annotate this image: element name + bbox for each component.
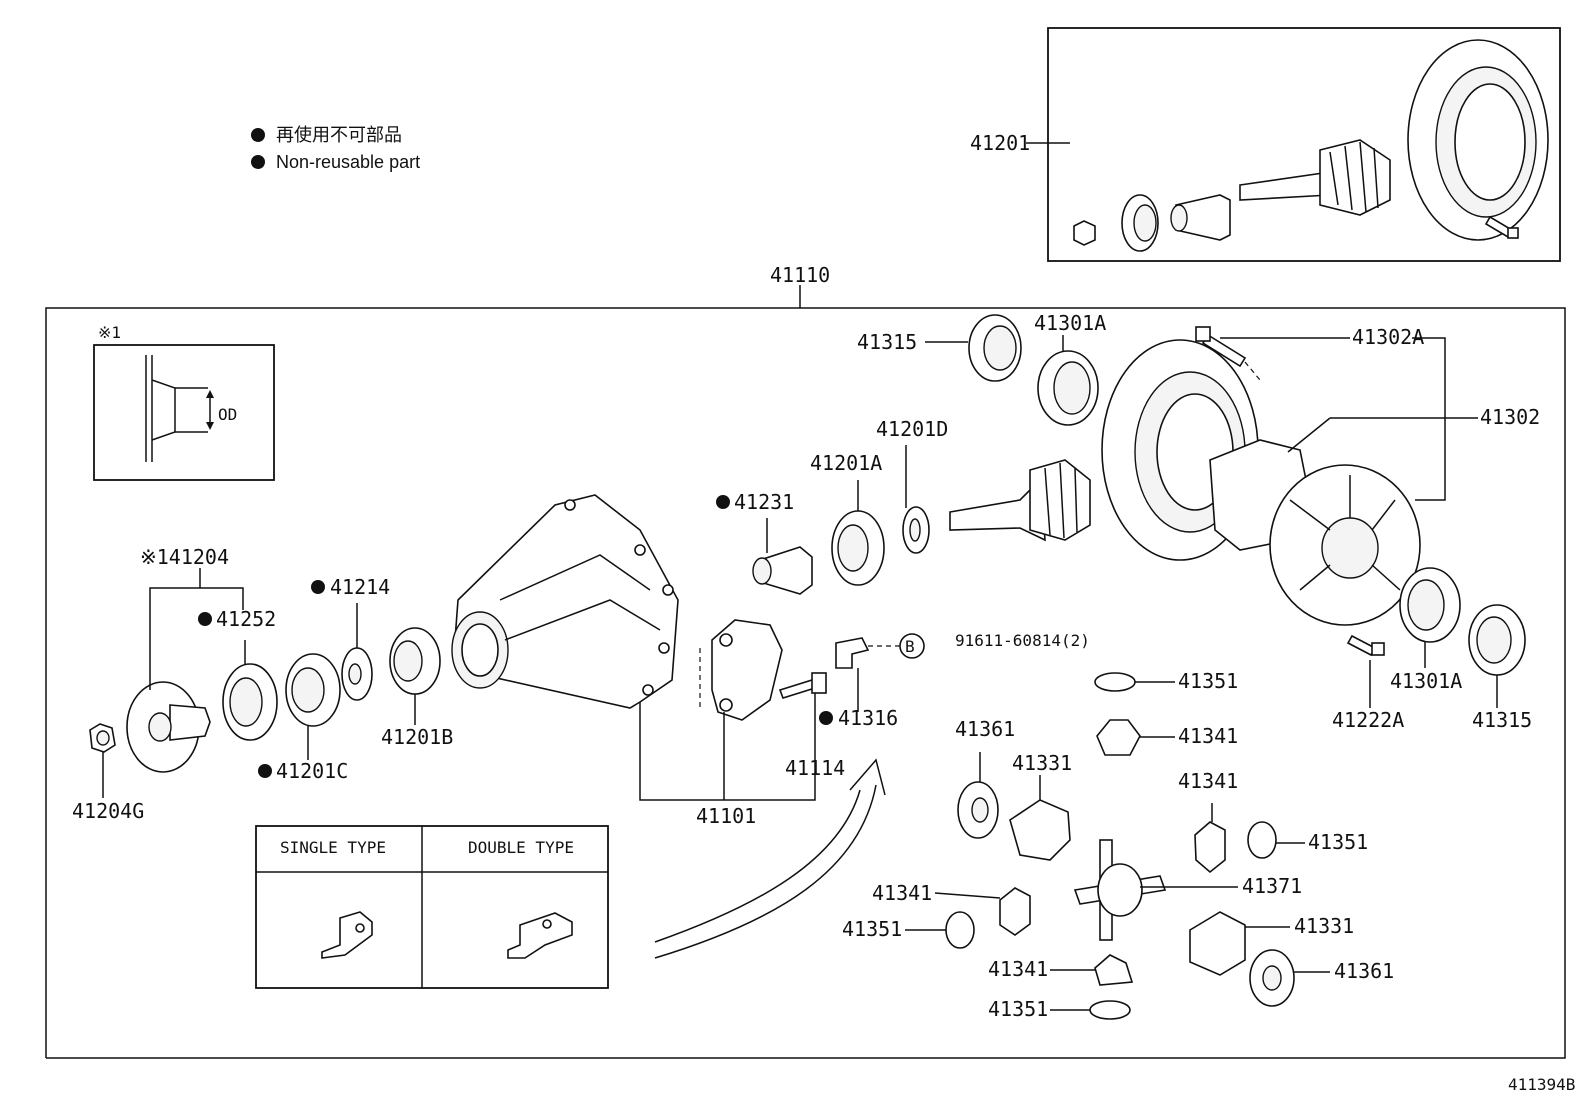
label-41351-a: 41351	[1178, 669, 1238, 693]
double-type-plate-icon	[507, 912, 573, 959]
non-reusable-dot-icon	[251, 155, 265, 169]
pinion-icon	[949, 478, 1046, 542]
b-marker-label: B	[905, 637, 915, 656]
label-41341-a: 41341	[1178, 724, 1238, 748]
label-41252: 41252	[216, 607, 276, 631]
label-41351-d: 41351	[988, 997, 1048, 1021]
label-41302: 41302	[1480, 405, 1540, 429]
label-41331-b: 41331	[1294, 914, 1354, 938]
label-41316: 41316	[838, 706, 898, 730]
non-reusable-dot-icon	[716, 495, 730, 509]
thrust-washer-icon	[1094, 672, 1136, 692]
non-reusable-dot-icon	[311, 580, 325, 594]
label-41315-top: 41315	[857, 330, 917, 354]
leader-lines	[102, 335, 1498, 1011]
double-type-label: DOUBLE TYPE	[468, 838, 574, 857]
label-41114: 41114	[785, 756, 845, 780]
pinion-gear-bottom-icon	[1094, 954, 1134, 986]
label-41351-c: 41351	[842, 917, 902, 941]
label-41201a: 41201A	[810, 451, 882, 475]
label-41341-c: 41341	[872, 881, 932, 905]
side-gear-icon	[1009, 799, 1071, 861]
label-41201c: 41201C	[276, 759, 348, 783]
label-41361-a: 41361	[955, 717, 1015, 741]
callout-labels: ※1 OD 41201 41110 41315 41301A 41302A 41…	[72, 131, 1575, 1094]
legend-en: Non-reusable part	[276, 152, 420, 172]
label-41214: 41214	[330, 575, 390, 599]
washer-left-icon	[945, 911, 975, 949]
label-91611: 91611-60814(2)	[955, 631, 1090, 650]
label-41201: 41201	[970, 131, 1030, 155]
label-41110: 41110	[770, 263, 830, 287]
single-type-plate-icon	[321, 911, 373, 959]
label-41302a: 41302A	[1352, 325, 1424, 349]
type-table: SINGLE TYPE DOUBLE TYPE	[255, 825, 609, 989]
b-marker: B	[899, 633, 925, 659]
cap-bolt-icon	[778, 679, 817, 699]
lock-plate-icon	[835, 637, 870, 669]
nut-icon	[1073, 220, 1096, 246]
legend-jp: 再使用不可部品	[276, 125, 402, 145]
pinion-gear-icon	[1096, 719, 1141, 756]
label-41361-b: 41361	[1334, 959, 1394, 983]
drawn-parts	[89, 314, 1526, 1020]
label-41331-a: 41331	[1012, 751, 1072, 775]
case-bolt-icon	[1346, 634, 1377, 657]
label-41315-bottom: 41315	[1472, 708, 1532, 732]
non-reusable-dot-icon	[251, 128, 265, 142]
non-reusable-dot-icon	[819, 711, 833, 725]
label-41222a: 41222A	[1332, 708, 1404, 732]
pinion-gear-left-icon	[999, 887, 1031, 936]
label-41371: 41371	[1242, 874, 1302, 898]
pinion-gear-right-icon	[1194, 821, 1226, 874]
label-41101: 41101	[696, 804, 756, 828]
thrust-washer-bottom-icon	[1089, 1000, 1131, 1020]
label-41341-d: 41341	[988, 957, 1048, 981]
od-inset	[93, 344, 275, 481]
label-41201b: 41201B	[381, 725, 453, 749]
inset-ref: ※1	[98, 323, 121, 342]
single-type-label: SINGLE TYPE	[280, 838, 386, 857]
label-41301a-top: 41301A	[1034, 311, 1106, 335]
label-41204g: 41204G	[72, 799, 144, 823]
diagram-code: 411394B	[1508, 1075, 1575, 1094]
non-reusable-dot-icon	[198, 612, 212, 626]
main-frame	[45, 285, 1566, 1059]
label-41341-b: 41341	[1178, 769, 1238, 793]
label-41351-b: 41351	[1308, 830, 1368, 854]
label-41301a-bottom: 41301A	[1390, 669, 1462, 693]
od-label: OD	[218, 405, 237, 424]
label-41201d: 41201D	[876, 417, 948, 441]
non-reusable-dot-icon	[258, 764, 272, 778]
assembly-arrow-icon	[654, 784, 877, 959]
side-gear-lower-icon	[1189, 911, 1246, 976]
label-41204: ※141204	[140, 545, 229, 569]
label-41231: 41231	[734, 490, 794, 514]
washer-right-icon	[1247, 821, 1277, 859]
legend: 再使用不可部品 Non-reusable part	[251, 125, 420, 172]
ring-pinion-set-box	[1026, 27, 1561, 262]
